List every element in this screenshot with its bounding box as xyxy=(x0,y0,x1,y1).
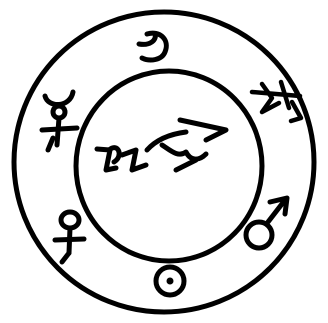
magic-seal xyxy=(0,0,328,323)
seal-drawing xyxy=(0,0,328,323)
